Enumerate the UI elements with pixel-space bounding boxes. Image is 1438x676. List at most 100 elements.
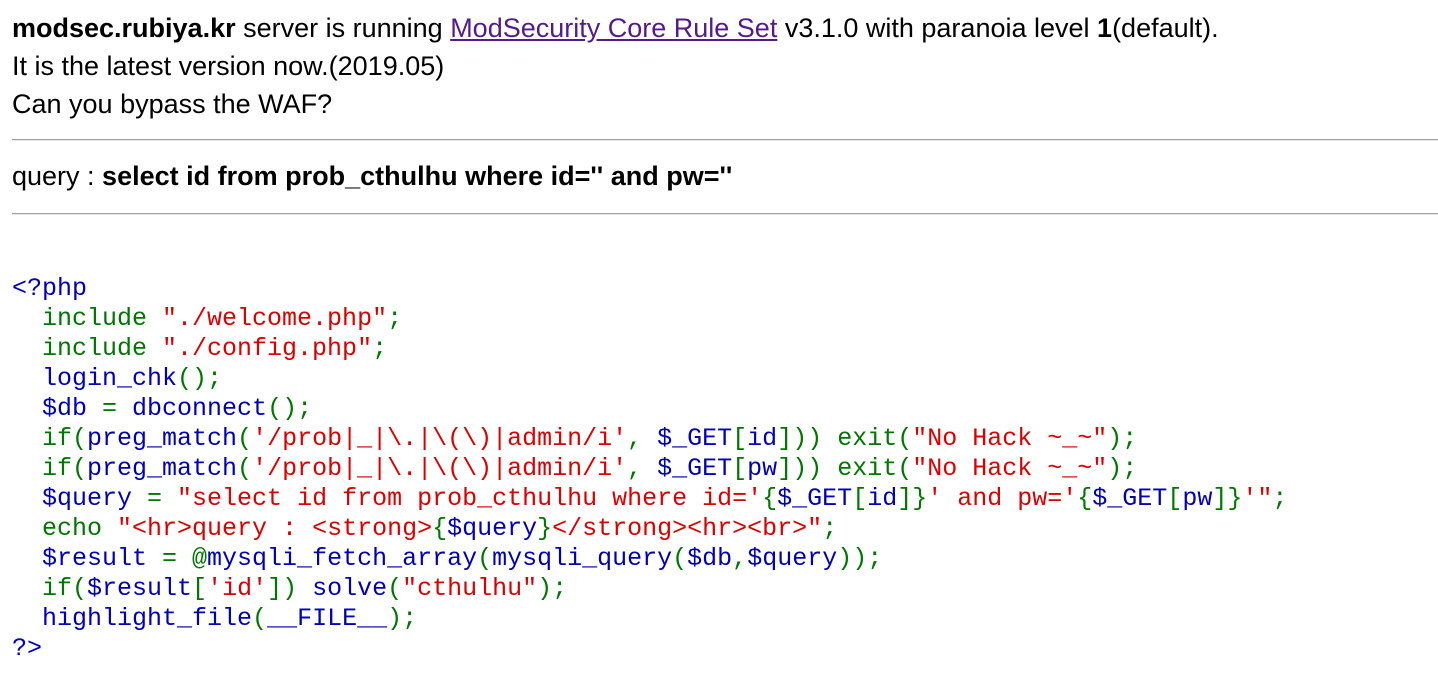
code-token: include [12,304,163,333]
code-token: ); [387,604,418,633]
code-token: = [102,394,133,423]
code-token: $result [12,544,163,573]
code-token: [ [192,574,208,603]
code-token: $db [687,544,733,573]
code-token: ' and pw=' [927,484,1078,513]
code-line: $db = dbconnect(); [12,394,1287,424]
code-token: )); [837,544,883,573]
code-token: ( [672,544,688,573]
code-token: ]} [1212,484,1243,513]
code-token: mysqli_fetch_array [207,544,478,573]
code-token: , [627,454,658,483]
code-token: ])) exit( [777,424,913,453]
code-line: if(preg_match('/prob|_|\.|\(\)|admin/i',… [12,424,1287,454]
code-token: , [627,424,658,453]
code-token: id [867,484,898,513]
code-token: [ [1167,484,1183,513]
code-token: (); [267,394,313,423]
code-token: preg_match [87,424,238,453]
code-token: [ [732,454,748,483]
code-token: dbconnect [132,394,268,423]
code-token: ( [387,574,403,603]
code-token: ( [237,424,253,453]
code-token: '/prob|_|\.|\(\)|admin/i' [252,454,628,483]
server-host: modsec.rubiya.kr [12,13,236,43]
code-token: $query [447,514,538,543]
code-token: if( [12,424,88,453]
code-token: ?> [12,634,43,663]
code-token: <?php [12,274,88,303]
code-token: if( [12,454,88,483]
code-token: "select id from prob_cthulhu where id=' [177,484,763,513]
code-line: $result = @mysqli_fetch_array(mysqli_que… [12,544,1287,574]
code-line: highlight_file(__FILE__); [12,604,1287,634]
code-token: ]} [897,484,928,513]
code-token: __FILE__ [267,604,388,633]
paranoia-level: 1 [1097,13,1113,43]
code-token: "./welcome.php" [162,304,388,333]
intro-line-3: Can you bypass the WAF? [12,89,333,119]
code-token: , [732,544,748,573]
code-line: <?php [12,274,1287,304]
code-token: ( [477,544,493,573]
code-line: ?> [12,634,1287,664]
code-token: $_GET [657,424,733,453]
divider [12,139,1438,141]
code-token: = [147,484,178,513]
code-token: ; [1272,484,1288,513]
code-token: ); [1107,454,1138,483]
intro-text-1: server is running [235,13,451,43]
code-token: preg_match [87,454,238,483]
code-token: '/prob|_|\.|\(\)|admin/i' [252,424,628,453]
intro-text-3: (default). [1112,13,1219,43]
query-label: query : [12,161,103,191]
query-display: query : select id from prob_cthulhu wher… [12,157,732,195]
code-line: if($result['id']) solve("cthulhu"); [12,574,1287,604]
code-token: ; [822,514,838,543]
code-token: pw [747,454,778,483]
code-token: ]) [267,574,313,603]
code-token: id [747,424,778,453]
code-token: "No Hack ~_~" [912,454,1108,483]
code-token: $_GET [657,454,733,483]
code-line: include "./welcome.php"; [12,304,1287,334]
code-token: ( [252,604,268,633]
crs-link[interactable]: ModSecurity Core Rule Set [450,13,778,43]
code-line: $query = "select id from prob_cthulhu wh… [12,484,1287,514]
code-line: login_chk(); [12,364,1287,394]
code-token: ); [537,574,568,603]
code-token: [ [732,424,748,453]
code-token: pw [1182,484,1213,513]
code-token: (); [177,364,223,393]
code-token: $db [12,394,103,423]
source-code: <?php include "./welcome.php"; include "… [12,274,1287,664]
code-token: "./config.php" [162,334,373,363]
code-token: $_GET [777,484,853,513]
code-token: $_GET [1092,484,1168,513]
divider [12,213,1438,215]
code-token: [ [852,484,868,513]
intro-line-2: It is the latest version now.(2019.05) [12,51,445,81]
code-token: } [537,514,553,543]
code-token: ; [387,304,403,333]
code-token: ); [1107,424,1138,453]
code-token: login_chk [12,364,178,393]
code-token: { [1077,484,1093,513]
code-token: '" [1242,484,1273,513]
code-token: $query [747,544,838,573]
code-token: highlight_file [12,604,253,633]
code-token: "<hr>query : <strong> [117,514,433,543]
code-token: { [762,484,778,513]
code-token: = @ [162,544,208,573]
code-token: 'id' [207,574,268,603]
code-token: </strong><hr><br>" [552,514,823,543]
code-token: solve [312,574,388,603]
code-token: ; [372,334,388,363]
code-token: $query [12,484,148,513]
code-token: $result [87,574,193,603]
code-token: "cthulhu" [402,574,538,603]
query-sql: select id from prob_cthulhu where id='' … [102,161,733,191]
code-token: mysqli_query [492,544,673,573]
intro-line-1: modsec.rubiya.kr server is running ModSe… [12,9,1219,47]
code-token: "No Hack ~_~" [912,424,1108,453]
